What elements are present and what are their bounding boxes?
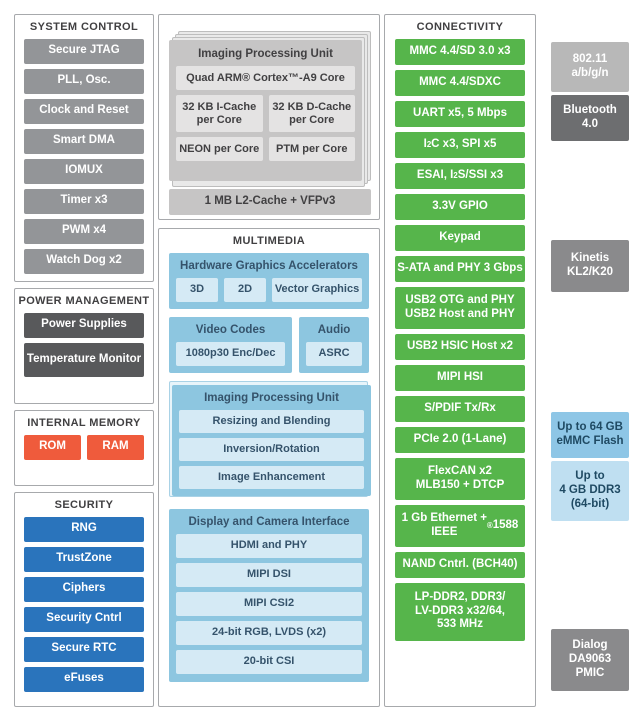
block-spdif-tx-rx[interactable]: S/PDIF Tx/Rx [395,395,525,422]
block-efuses[interactable]: eFuses [24,666,144,692]
block-iomux[interactable]: IOMUX [24,158,144,184]
video-codes-group: Video Codes 1080p30 Enc/Dec [169,316,293,373]
block-1gb-ethernet-ieee1588[interactable]: 1 Gb Ethernet +IEEE® 1588 [395,504,525,547]
block-20bit-csi[interactable]: 20-bit CSI [176,649,362,674]
block-power-supplies[interactable]: Power Supplies [24,312,144,338]
power-management-panel: POWER MANAGEMENT Power Supplies Temperat… [14,288,154,404]
audio-group: Audio ASRC [299,316,369,373]
block-rng[interactable]: RNG [24,516,144,542]
block-2d[interactable]: 2D [224,277,266,302]
block-mipi-hsi[interactable]: MIPI HSI [395,364,525,391]
audio-group-header: Audio [317,323,351,336]
internal-memory-title: INTERNAL MEMORY [27,417,141,429]
block-resizing-and-blending[interactable]: Resizing and Blending [179,409,364,433]
block-security-cntrl[interactable]: Security Cntrl [24,606,144,632]
block-32kb-d-cache[interactable]: 32 KB D-Cache per Core [268,95,355,132]
block-vector-graphics[interactable]: Vector Graphics [272,277,362,302]
multimedia-ipu-stack: Imaging Processing Unit Resizing and Ble… [169,380,371,501]
video-audio-row: Video Codes 1080p30 Enc/Dec Audio ASRC [169,316,369,373]
system-control-items: Secure JTAG PLL, Osc. Clock and Reset Sm… [15,38,153,282]
cpu-group-title: Imaging Processing Unit [198,48,333,60]
security-title: SECURITY [54,499,114,511]
block-24bit-rgb-lvds[interactable]: 24-bit RGB, LVDS (x2) [176,620,362,645]
block-l2-cache-vfpv3[interactable]: 1 MB L2-Cache + VFPv3 [169,189,371,215]
video-group-header: Video Codes [195,323,266,336]
block-mipi-dsi[interactable]: MIPI DSI [176,562,362,587]
block-pwm-x4[interactable]: PWM x4 [24,218,144,244]
multimedia-panel: MULTIMEDIA Hardware Graphics Accelerator… [158,228,380,707]
hardware-graphics-accelerators-group: Hardware Graphics Accelerators 3D 2D Vec… [169,252,369,309]
system-control-panel: SYSTEM CONTROL Secure JTAG PLL, Osc. Clo… [14,14,154,282]
block-rom[interactable]: ROM [24,434,81,460]
system-control-title: SYSTEM CONTROL [29,21,139,33]
block-sata-and-phy[interactable]: S-ATA and PHY 3 Gbps [395,255,525,282]
display-camera-interface-group: Display and Camera Interface HDMI and PH… [169,508,369,682]
block-keypad[interactable]: Keypad [395,224,525,251]
block-ptm-per-core[interactable]: PTM per Core [268,137,355,161]
processing-panel: Imaging Processing Unit Quad ARM® Cortex… [158,14,380,220]
security-items: RNG TrustZone Ciphers Security Cntrl Sec… [15,516,153,700]
block-inversion-rotation[interactable]: Inversion/Rotation [179,437,364,461]
block-temperature-monitor[interactable]: Temperature Monitor [24,342,144,377]
cpu-stack: Imaging Processing Unit Quad ARM® Cortex… [169,31,371,215]
block-pcie-20-1-lane[interactable]: PCIe 2.0 (1-Lane) [395,426,525,453]
internal-memory-panel: INTERNAL MEMORY ROM RAM [14,410,154,486]
security-panel: SECURITY RNG TrustZone Ciphers Security … [14,492,154,707]
power-management-title: POWER MANAGEMENT [18,295,150,307]
block-1080p30-enc-dec[interactable]: 1080p30 Enc/Dec [176,341,286,366]
block-mipi-csi2[interactable]: MIPI CSI2 [176,591,362,616]
block-trustzone[interactable]: TrustZone [24,546,144,572]
block-quad-arm-cortex-a9-core[interactable]: Quad ARM® Cortex™-A9 Core [176,66,355,90]
imaging-processing-unit-group: Imaging Processing Unit Quad ARM® Cortex… [169,40,362,181]
graphics-group-header: Hardware Graphics Accelerators [180,259,358,272]
connectivity-items: MMC 4.4/SD 3.0 x3 MMC 4.4/SDXC UART x5, … [385,38,535,649]
block-clock-and-reset[interactable]: Clock and Reset [24,98,144,124]
display-group-header: Display and Camera Interface [188,515,350,528]
block-mmc44-sdxc[interactable]: MMC 4.4/SDXC [395,69,525,96]
block-image-enhancement[interactable]: Image Enhancement [179,465,364,489]
block-smart-dma[interactable]: Smart DMA [24,128,144,154]
internal-memory-items: ROM RAM [15,434,153,468]
block-uart-x5[interactable]: UART x5, 5 Mbps [395,100,525,127]
block-mmc44-sd30-x3[interactable]: MMC 4.4/SD 3.0 x3 [395,38,525,65]
block-nand-cntrl-bch40[interactable]: NAND Cntrl. (BCH40) [395,551,525,578]
block-lpddr2-ddr3[interactable]: LP-DDR2, DDR3/LV-DDR3 x32/64,533 MHz [395,582,525,641]
connectivity-title: CONNECTIVITY [416,21,504,33]
block-33v-gpio[interactable]: 3.3V GPIO [395,193,525,220]
block-watch-dog-x2[interactable]: Watch Dog x2 [24,248,144,274]
block-timer-x3[interactable]: Timer x3 [24,188,144,214]
block-3d[interactable]: 3D [176,277,218,302]
ipu-group-header: Imaging Processing Unit [204,391,339,404]
block-secure-rtc[interactable]: Secure RTC [24,636,144,662]
block-ciphers[interactable]: Ciphers [24,576,144,602]
block-secure-jtag[interactable]: Secure JTAG [24,38,144,64]
block-hdmi-and-phy[interactable]: HDMI and PHY [176,533,362,558]
imaging-processing-unit-mm-group: Imaging Processing Unit Resizing and Ble… [172,384,371,496]
power-management-items: Power Supplies Temperature Monitor [15,312,153,385]
block-usb2-hsic-host-x2[interactable]: USB2 HSIC Host x2 [395,333,525,360]
block-neon-per-core[interactable]: NEON per Core [176,137,263,161]
block-pll-osc[interactable]: PLL, Osc. [24,68,144,94]
block-32kb-i-cache[interactable]: 32 KB I-Cache per Core [176,95,263,132]
block-ram[interactable]: RAM [87,434,144,460]
block-asrc[interactable]: ASRC [306,341,362,366]
connectivity-panel: CONNECTIVITY MMC 4.4/SD 3.0 x3 MMC 4.4/S… [384,14,536,707]
multimedia-title: MULTIMEDIA [232,235,306,247]
